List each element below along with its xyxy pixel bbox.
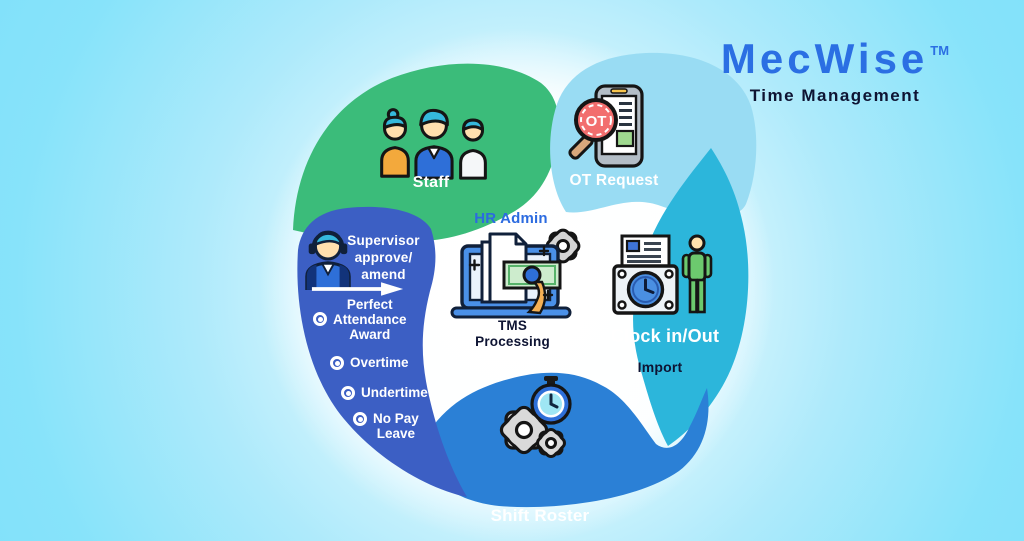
list-item-perfect-attendance: Perfect Attendance Award <box>313 297 407 342</box>
headset-person-icon <box>305 230 351 290</box>
three-people-icon <box>380 108 487 180</box>
supervisor-heading-line1: Supervisor <box>347 233 420 248</box>
punch-clock-box <box>612 264 679 315</box>
right-arrow-icon <box>311 282 404 296</box>
ot-request-label: OT Request <box>569 172 659 189</box>
radio-bullet-icon <box>330 356 344 370</box>
sparkle-plus-marks <box>468 245 554 301</box>
staff-woman <box>380 108 410 178</box>
radio-bullet-icon <box>341 386 355 400</box>
clock-in-out-label: Clock in/Out <box>610 326 720 346</box>
supervisor-heading-line2: approve/ <box>354 249 413 265</box>
list-item-overtime: Overtime <box>330 355 409 370</box>
laptop-payroll-gear-icon <box>450 228 581 319</box>
shift-roster-label: Shift Roster <box>490 506 590 525</box>
stopwatch <box>530 376 572 425</box>
tms-caption-line2: Processing <box>475 333 550 349</box>
radio-bullet-icon <box>313 312 327 326</box>
list-item-text: No Pay Leave <box>373 411 419 442</box>
import-label: Import <box>637 359 683 375</box>
list-item-undertime: Undertime <box>341 385 428 400</box>
punch-card <box>620 234 671 268</box>
staff-man <box>414 108 454 180</box>
petal-shift-roster <box>423 372 709 508</box>
small-gear <box>536 428 566 458</box>
trademark-mark: TM <box>930 43 950 58</box>
supervisor-heading-line3: amend <box>361 266 406 282</box>
list-item-no-pay-leave: No Pay Leave <box>353 411 419 441</box>
supervisor-heading: Supervisor approve/ amend <box>336 233 431 284</box>
list-item-text: Overtime <box>350 355 409 370</box>
punch-clock-person-icon <box>612 234 713 315</box>
tms-caption-line1: TMS <box>497 318 528 333</box>
staff-person <box>459 118 487 180</box>
brand-text: MecWise <box>720 35 929 82</box>
supervisor-bust <box>305 230 351 290</box>
ot-badge-text: OT <box>586 113 607 130</box>
big-gear <box>499 405 549 455</box>
hr-admin-label: HR Admin <box>474 210 548 227</box>
list-item-text: Undertime <box>361 385 428 400</box>
worker-person <box>681 234 713 314</box>
radio-bullet-icon <box>353 412 367 426</box>
staff-label: Staff <box>412 174 450 191</box>
tms-processing-label: TMS Processing <box>450 318 575 349</box>
gears-stopwatch-icon <box>499 376 572 458</box>
brand-subtitle: Time Management <box>749 86 921 105</box>
list-item-text: Perfect Attendance Award <box>333 297 407 343</box>
magnifier-ot-phone-icon: OT <box>568 84 644 168</box>
magnifier: OT <box>568 98 618 160</box>
